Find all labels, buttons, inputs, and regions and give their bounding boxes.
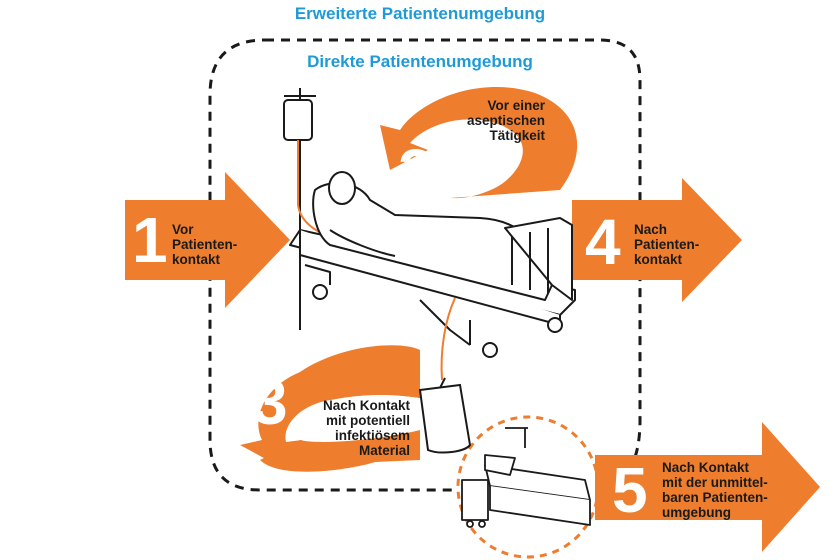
label-line: Nach	[634, 222, 668, 237]
moment-label-2: Vor einer aseptischen Tätigkeit	[450, 98, 545, 143]
arrow-4	[572, 178, 742, 302]
arrow-3-body	[300, 345, 420, 400]
arrow-1	[125, 172, 290, 308]
label-line: mit der unmittel-	[662, 475, 768, 490]
moment-number-4: 4	[585, 206, 621, 278]
arrow-5	[595, 422, 820, 552]
label-line: mit potentiell	[326, 413, 410, 428]
label-line: Patienten-	[634, 237, 700, 252]
moment-number-1: 1	[132, 204, 168, 276]
arrow-2	[380, 86, 578, 199]
hospital-bed-with-patient-icon	[289, 171, 576, 381]
moment-label-1: Vor Patienten- kontakt	[172, 222, 237, 267]
label-line: Vor	[172, 222, 194, 237]
moment-label-4: Nach Patienten- kontakt	[634, 222, 699, 267]
label-line: umgebung	[662, 505, 731, 520]
empty-bed-icon	[461, 427, 591, 528]
inner-zone-title: Direkte Patientenumgebung	[307, 52, 533, 71]
label-line: kontakt	[634, 252, 683, 267]
label-line: kontakt	[172, 252, 221, 267]
label-line: Vor einer	[487, 98, 545, 113]
label-line: aseptischen	[466, 113, 545, 128]
urine-bag-icon	[418, 377, 472, 454]
moment-label-5: Nach Kontakt mit der unmittel- baren Pat…	[662, 460, 768, 520]
label-line: Nach Kontakt	[662, 460, 750, 475]
label-line: infektiösem	[334, 428, 410, 443]
moment-label-3: Nach Kontakt mit potentiell infektiösem …	[300, 398, 410, 458]
label-line: Tätigkeit	[489, 128, 545, 143]
moment-number-5: 5	[612, 454, 648, 526]
label-line: baren Patienten-	[662, 490, 768, 505]
outer-zone-title: Erweiterte Patientenumgebung	[294, 4, 546, 23]
iv-drip-icon	[283, 88, 341, 330]
label-line: Nach Kontakt	[322, 398, 410, 413]
label-line: Material	[358, 443, 410, 458]
arrow-3-tail	[260, 430, 420, 472]
label-line: Patienten-	[172, 237, 238, 252]
moment-number-3: 3	[252, 366, 288, 438]
moment-number-2: 2	[398, 136, 434, 208]
